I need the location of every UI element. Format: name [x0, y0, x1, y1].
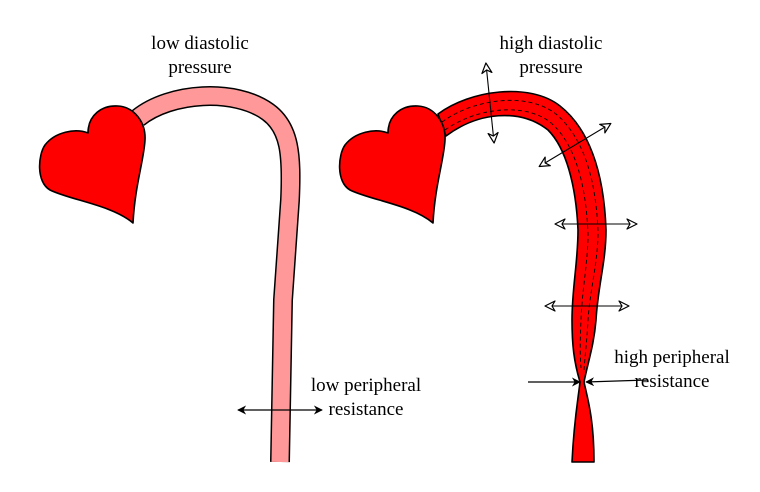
- high-peripheral-resistance-label: high peripheral resistance: [614, 347, 730, 392]
- right-panel: [338, 62, 649, 463]
- low-diastolic-pressure-label: low diastolic pressure: [151, 33, 249, 78]
- artery-tube-outline: [131, 86, 301, 463]
- high-diastolic-pressure-label: high diastolic pressure: [499, 33, 603, 78]
- pressure-arrow-diagonal: [538, 122, 612, 168]
- left-panel: [38, 86, 323, 463]
- constriction-arrow-right: [585, 377, 649, 387]
- artery-tube: [132, 87, 300, 463]
- low-peripheral-resistance-label: low peripheral resistance: [310, 375, 422, 420]
- artery-inner-dashes-b: [444, 109, 589, 369]
- heart-icon: [38, 105, 146, 224]
- heart-icon: [338, 105, 446, 224]
- artery-inner-dashes-a: [441, 99, 599, 371]
- pressure-arrow-top: [481, 62, 499, 144]
